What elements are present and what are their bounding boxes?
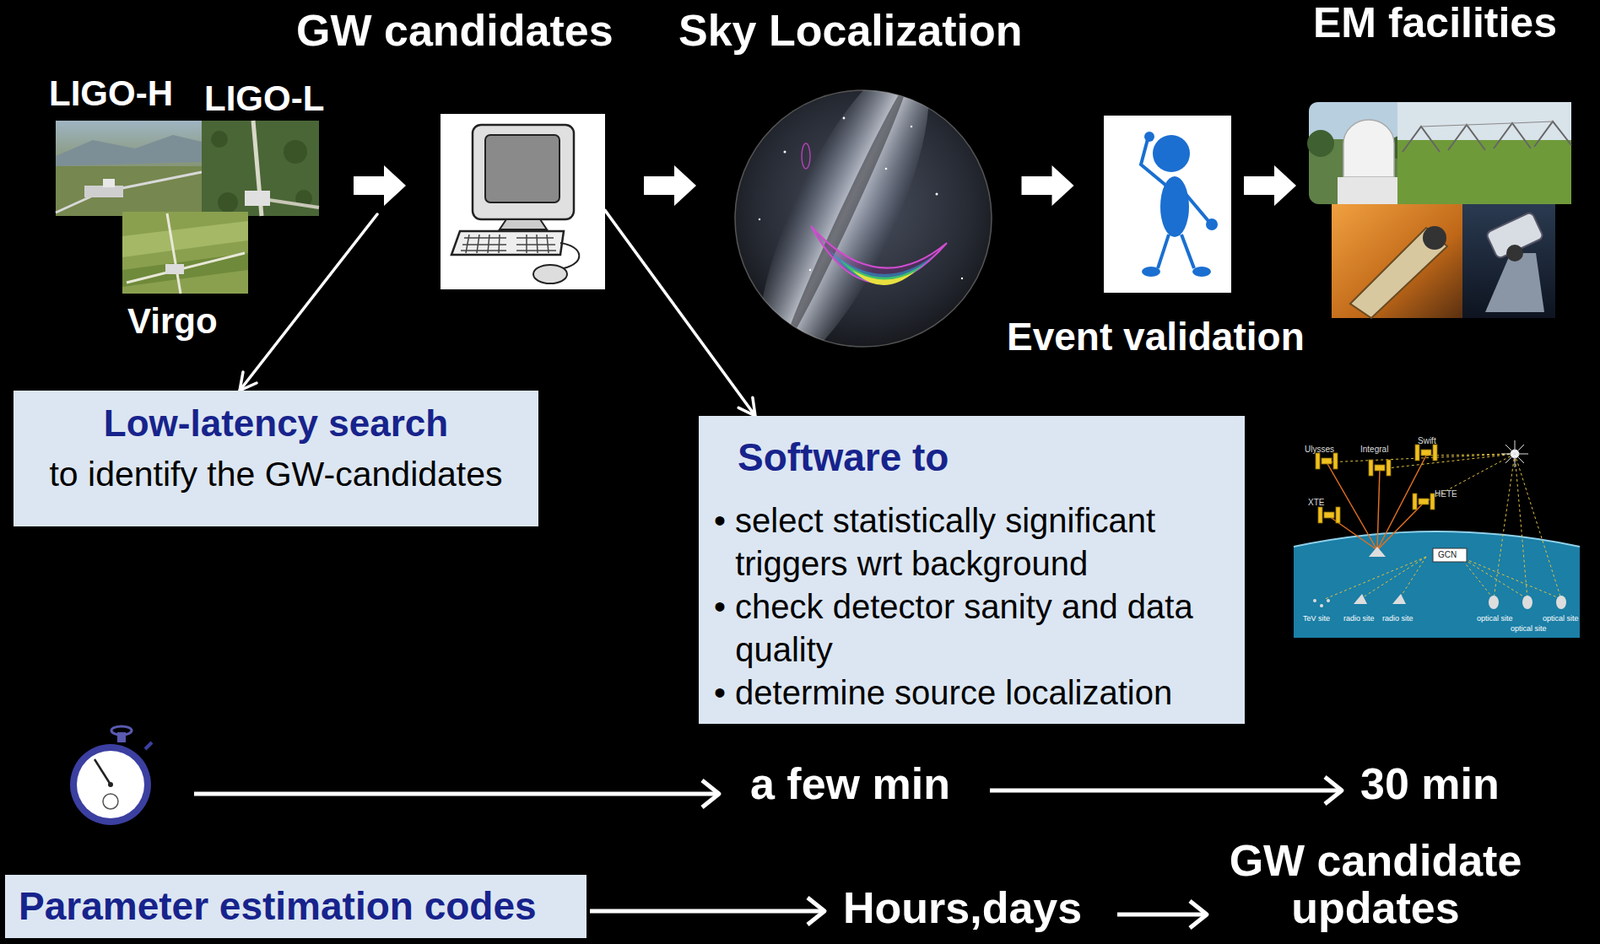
network-label: GCN xyxy=(1437,550,1457,561)
sky-map-illustration xyxy=(726,40,992,390)
network-label: HETE xyxy=(1434,489,1458,500)
gcn-network-illustration xyxy=(1293,440,1580,638)
network-label: optical site xyxy=(1542,614,1579,624)
network-label: Ulysses xyxy=(1304,444,1335,455)
network-label: radio site xyxy=(1343,614,1375,624)
network-label: optical site xyxy=(1510,624,1547,634)
stage-title: Sky Localization xyxy=(678,5,1022,56)
bullet-item: • determine source localization xyxy=(713,671,1211,715)
process-box: Low-latency search to identify the GW-can… xyxy=(13,390,539,527)
flow-arrow xyxy=(1243,165,1297,206)
flow-arrow xyxy=(1021,165,1075,206)
process-box: Parameter estimation codes xyxy=(5,875,587,939)
computer-clipart xyxy=(440,113,606,290)
stage-title: Event validation xyxy=(1006,313,1305,361)
box-heading: Low-latency search xyxy=(21,401,530,446)
computer-box: GW candidates xyxy=(440,113,606,290)
timeline-label: 30 min xyxy=(1360,758,1500,810)
timeline-label: GW candidate updates xyxy=(1198,837,1553,932)
box-text: to identify the GW-candidates xyxy=(21,453,530,496)
detector-name: LIGO-H xyxy=(48,73,173,114)
bullet-item: • check detector sanity and data quality xyxy=(713,585,1211,672)
em-facility-photos xyxy=(1307,102,1572,319)
detector-name: LIGO-L xyxy=(204,78,325,119)
flow-arrow xyxy=(353,165,406,206)
low-latency-leader xyxy=(239,214,378,391)
validation-box: Event validation xyxy=(1103,115,1232,293)
bullet-item: • select statistically significant trigg… xyxy=(713,499,1211,586)
detector-name: Virgo xyxy=(127,301,218,342)
network-label: XTE xyxy=(1308,497,1325,509)
timeline-label: Hours,days xyxy=(843,882,1082,934)
stage-title: EM facilities xyxy=(1313,1,1557,44)
box-heading: Parameter estimation codes xyxy=(18,881,573,931)
network-label: TeV site xyxy=(1302,614,1330,624)
stopwatch-icon xyxy=(70,726,152,826)
virgo-photo xyxy=(122,211,249,294)
em-facilities-photos: EM facilities xyxy=(1308,102,1572,319)
ligo-hanford-photo xyxy=(55,120,202,217)
timeline-label: a few min xyxy=(750,758,951,810)
ligo-livingston-photo xyxy=(201,120,319,217)
flow-arrow xyxy=(605,210,756,417)
person-clipart xyxy=(1103,115,1232,293)
network-label: Swift xyxy=(1417,436,1437,447)
process-box: Software to • select statistically signif… xyxy=(698,416,1245,725)
network-label: optical site xyxy=(1476,614,1514,624)
box-heading: Software to xyxy=(713,432,1211,483)
stage-title: GW candidates xyxy=(296,5,614,56)
flow-arrow xyxy=(643,165,697,206)
sky-map-circle: Sky Localization xyxy=(735,90,992,347)
network-label: radio site xyxy=(1382,614,1414,624)
network-label: Integral xyxy=(1360,444,1389,455)
detector-photos: LIGO-HLIGO-LVirgo xyxy=(55,120,319,294)
